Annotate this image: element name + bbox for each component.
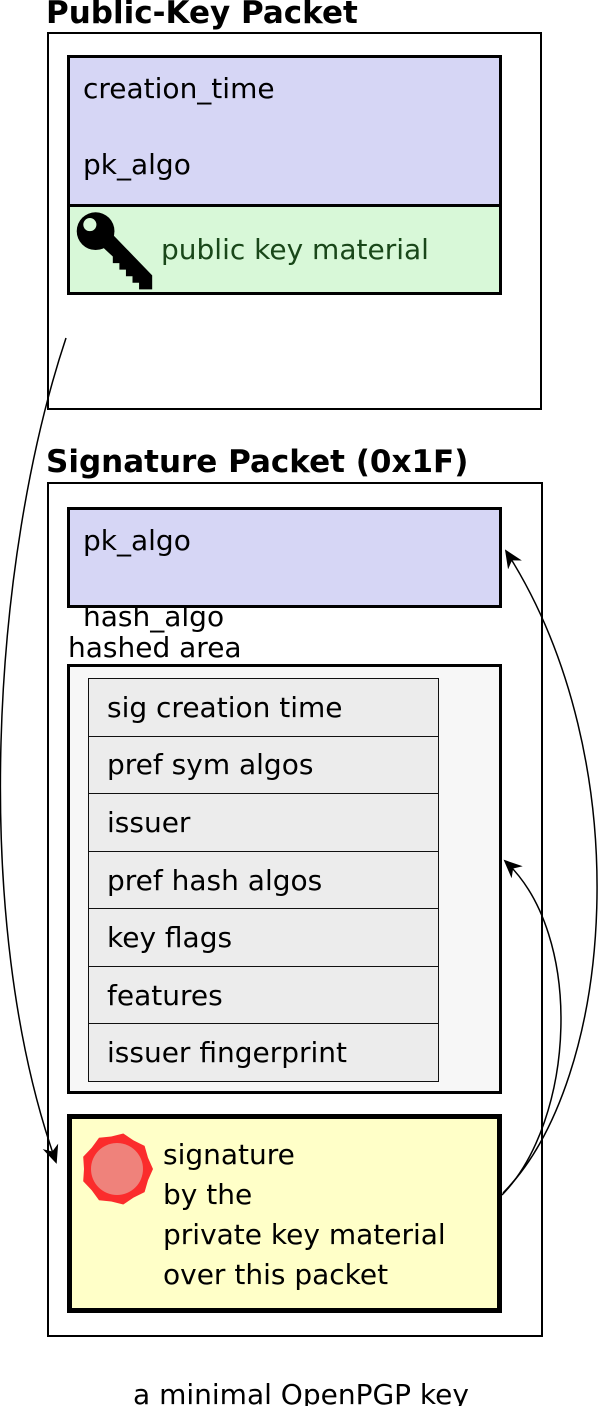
signature-line-4: over this packet <box>163 1258 389 1291</box>
public-key-material-label: public key material <box>161 233 429 266</box>
algo-field-pk-algo: pk_algo <box>83 524 191 557</box>
signature-line-1: signature <box>163 1138 295 1171</box>
public-key-packet-contents: creation_time pk_algo ... public key mat… <box>67 55 502 295</box>
subpacket-row-features: features <box>89 967 438 1025</box>
signature-algo-fields: pk_algo hash_algo <box>67 507 502 633</box>
key-icon <box>76 211 153 289</box>
hashed-area-label: hashed area <box>68 631 242 664</box>
signature-packet-title: Signature Packet (0x1F) <box>46 444 469 480</box>
caption: a minimal OpenPGP key <box>133 1378 469 1406</box>
subpacket-row-pref-hash-algos: pref hash algos <box>89 852 438 910</box>
subpacket-row-pref-sym-algos: pref sym algos <box>89 737 438 795</box>
header-field-pk-algo: pk_algo <box>83 148 191 181</box>
subpacket-row-key-flags: key flags <box>89 909 438 967</box>
subpacket-row-issuer-fingerprint: issuer fingerprint <box>107 1036 348 1070</box>
signature-line-2: by the <box>163 1178 253 1211</box>
public-key-packet-title: Public-Key Packet <box>46 0 358 31</box>
subpacket-list: sig creation time pref sym algos issuer … <box>88 678 439 1082</box>
public-key-material-section: public key material <box>70 207 499 292</box>
subpacket-row-sig-creation-time: sig creation time <box>89 679 438 737</box>
header-field-creation-time: creation_time <box>83 72 275 105</box>
signature-value-box: signature by the private key material ov… <box>67 1114 502 1313</box>
algo-field-hash-algo: hash_algo <box>83 600 225 633</box>
signature-description: signature by the private key material ov… <box>163 1135 446 1295</box>
public-key-header-fields: creation_time pk_algo ... <box>70 58 499 257</box>
seal-icon <box>83 1133 153 1205</box>
signature-line-3: private key material <box>163 1218 446 1251</box>
subpacket-row-issuer: issuer <box>89 794 438 852</box>
